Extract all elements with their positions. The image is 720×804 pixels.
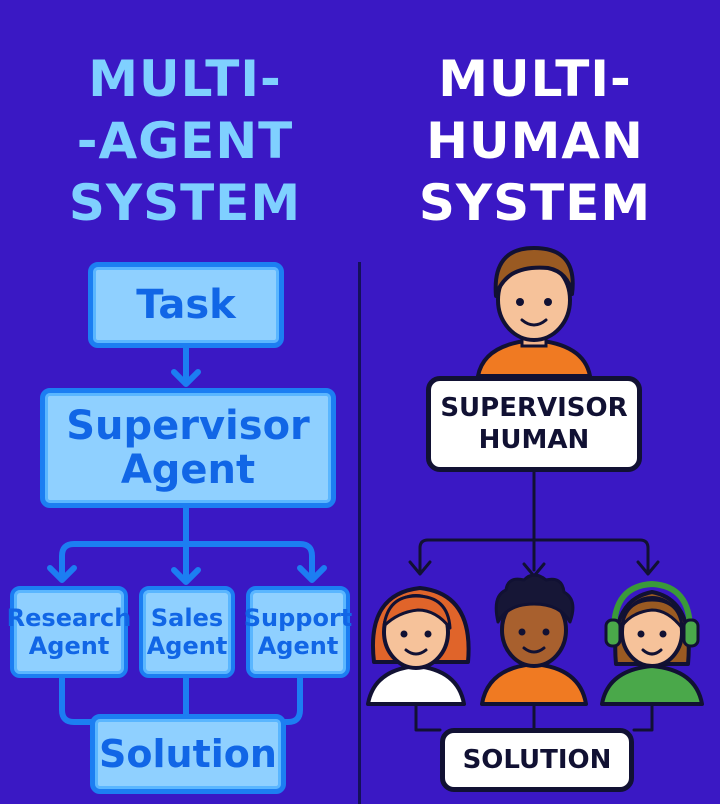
arrow-head <box>47 565 77 583</box>
task-label: Task <box>136 282 236 328</box>
supervisor-agent-line: Supervisor <box>66 403 310 449</box>
support-agent-box: Support Agent <box>243 586 353 678</box>
connector-right-person-to-solution <box>632 704 654 732</box>
solution-box-left: Solution <box>90 714 286 794</box>
supervisor-human-line: SUPERVISOR <box>440 393 628 423</box>
agent-line: Support <box>243 604 353 632</box>
solution-label: Solution <box>99 732 277 776</box>
supervisor-person-icon <box>476 246 592 378</box>
title-line: SYSTEM <box>68 174 302 232</box>
connector-support-to-solution <box>281 675 303 725</box>
title-line: -AGENT <box>76 112 294 170</box>
multi-agent-title: MULTI- -AGENT SYSTEM <box>20 48 350 234</box>
column-divider <box>358 262 361 804</box>
redhead-person-icon <box>366 586 471 706</box>
title-line: MULTI- <box>88 50 282 108</box>
connector-people-to-solution <box>414 704 442 732</box>
title-line: HUMAN <box>426 112 644 170</box>
title-line: MULTI- <box>438 50 632 108</box>
arrow-head <box>297 565 327 583</box>
arrow-head <box>171 369 201 387</box>
title-line: SYSTEM <box>418 174 652 232</box>
agent-line: Sales <box>150 604 224 632</box>
curly-person-icon <box>480 573 588 706</box>
agent-line: Agent <box>28 632 110 660</box>
task-box: Task <box>88 262 284 348</box>
supervisor-human-line: HUMAN <box>478 425 590 455</box>
arrow-head <box>408 560 432 576</box>
sales-agent-box: Sales Agent <box>139 586 235 678</box>
arrow-head <box>636 560 660 576</box>
connector-research-to-solution <box>59 675 95 725</box>
supervisor-human-box: SUPERVISOR HUMAN <box>426 376 642 472</box>
agent-line: Research <box>6 604 132 632</box>
arrow-head <box>171 567 201 585</box>
supervisor-agent-box: Supervisor Agent <box>40 388 336 508</box>
agent-line: Agent <box>257 632 339 660</box>
solution-label: SOLUTION <box>462 745 612 775</box>
solution-box-right: SOLUTION <box>440 728 634 792</box>
agent-line: Agent <box>146 632 228 660</box>
headset-person-icon <box>600 580 704 706</box>
multi-human-title: MULTI- HUMAN SYSTEM <box>370 48 700 234</box>
supervisor-agent-line: Agent <box>120 447 256 493</box>
research-agent-box: Research Agent <box>7 586 131 678</box>
